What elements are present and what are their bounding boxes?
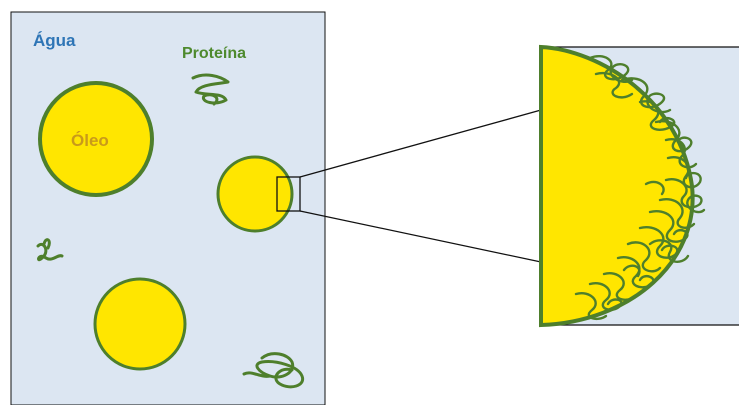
zoom-line-bottom — [299, 210, 542, 263]
oil-droplet-small — [216, 155, 294, 233]
protein-label: Proteína — [182, 45, 246, 62]
oil-label: Óleo — [71, 131, 109, 150]
zoom-region-box — [276, 176, 301, 212]
oil-droplet-large — [38, 81, 154, 197]
oil-droplet-bottom — [93, 277, 187, 371]
water-label: Água — [33, 31, 76, 50]
zoom-line-top — [299, 109, 542, 178]
adsorbed-protein-layer — [574, 55, 706, 321]
protein-coil-left — [36, 238, 64, 262]
protein-coil-bottom — [242, 352, 305, 389]
protein-coil-top — [191, 73, 230, 106]
